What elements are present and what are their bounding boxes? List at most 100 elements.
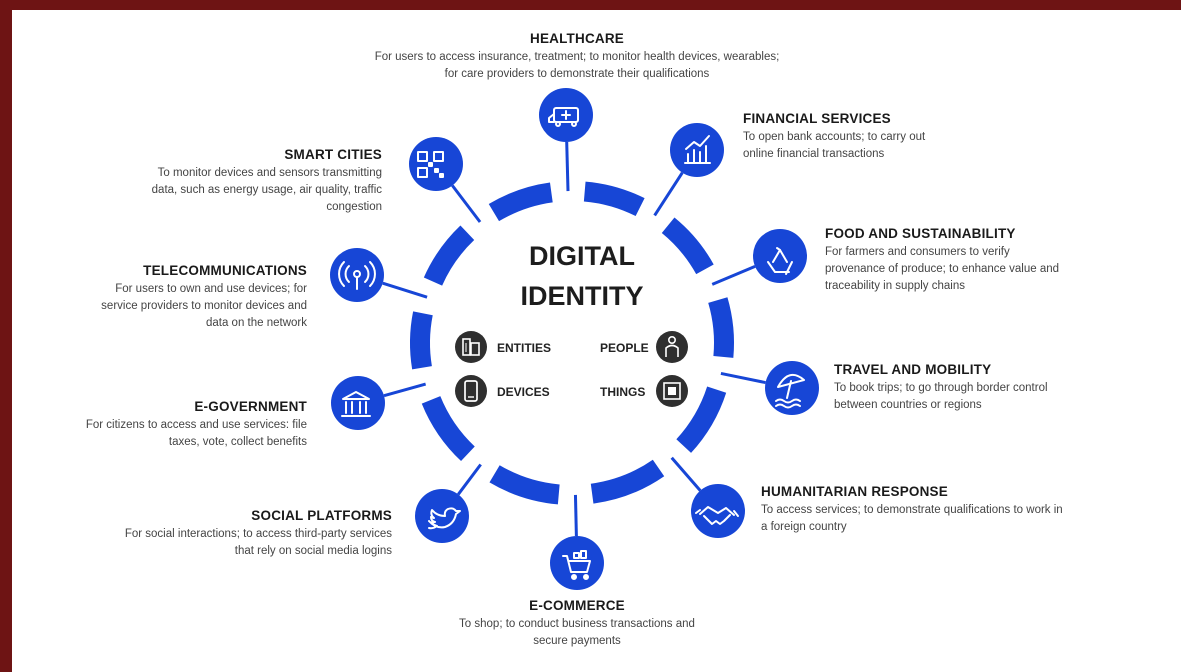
entity-label-people: PEOPLE: [600, 341, 649, 355]
node-egov: [331, 376, 385, 430]
building-icon: [455, 331, 487, 363]
sector-social-platforms: SOCIAL PLATFORMS For social interactions…: [52, 508, 392, 560]
description-line: that rely on social media logins: [234, 545, 392, 557]
description-line: a foreign country: [761, 521, 847, 533]
description-line: service providers to monitor devices and: [101, 300, 307, 312]
diagram-canvas: DIGITAL IDENTITY ENTITIES PEOPLE DEVICES…: [12, 10, 1181, 672]
sector-title: SMART CITIES: [284, 147, 382, 162]
description-line: provenance of produce; to enhance value …: [825, 263, 1060, 275]
description-line: For users to access insurance, treatment…: [374, 51, 780, 63]
node-food: [753, 229, 807, 283]
digital-identity-diagram: [330, 88, 819, 590]
ring-segment: [421, 395, 475, 462]
sector-title: HEALTHCARE: [530, 31, 624, 46]
description-line: for care providers to demonstrate their …: [444, 68, 710, 80]
sector-humanitarian-response: HUMANITARIAN RESPONSE To access services…: [761, 484, 1161, 536]
description-line: taxes, vote, collect benefits: [168, 436, 307, 448]
connector-line: [457, 463, 482, 496]
sector-description: To monitor devices and sensors transmitt…: [82, 165, 382, 216]
sector-smart-cities: SMART CITIES To monitor devices and sens…: [82, 147, 382, 216]
ring-segment: [590, 459, 665, 504]
sector-title: HUMANITARIAN RESPONSE: [761, 484, 948, 499]
connector-line: [565, 141, 570, 192]
sector-title: E-GOVERNMENT: [194, 399, 307, 414]
description-line: For social interactions; to access third…: [124, 528, 392, 540]
ring-segment: [661, 217, 714, 275]
connector-line: [382, 281, 428, 299]
description-line: For users to own and use devices; for: [115, 283, 307, 295]
handshake-icon: [695, 506, 739, 525]
title-line-2: IDENTITY: [520, 281, 644, 311]
identity-ring: [410, 181, 734, 505]
sector-description: To book trips; to go through border cont…: [834, 380, 1174, 414]
connector-lines: [382, 141, 766, 537]
bar-chart-icon: [684, 135, 711, 164]
sector-description: For citizens to access and use services:…: [32, 417, 307, 451]
sector-description: For users to own and use devices; for se…: [42, 281, 307, 332]
sector-title: FOOD AND SUSTAINABILITY: [825, 226, 1016, 241]
sector-title: TRAVEL AND MOBILITY: [834, 362, 992, 377]
description-line: For farmers and consumers to verify: [825, 246, 1010, 258]
description-line: data, such as energy usage, air quality,…: [151, 184, 382, 196]
sector-description: For social interactions; to access third…: [52, 526, 392, 560]
sector-financial-services: FINANCIAL SERVICES To open bank accounts…: [743, 111, 1063, 163]
description-line: congestion: [326, 201, 382, 213]
entity-label-entities: ENTITIES: [497, 341, 552, 355]
sector-description: For users to access insurance, treatment…: [272, 49, 882, 83]
connector-line: [711, 265, 756, 286]
node-financial: [670, 123, 724, 177]
node-humanitarian: [691, 484, 745, 538]
sector-telecommunications: TELECOMMUNICATIONS For users to own and …: [42, 263, 307, 332]
node-ecommerce: [550, 536, 604, 590]
ambulance-icon: [548, 107, 579, 127]
sector-title: SOCIAL PLATFORMS: [251, 508, 392, 523]
sector-description: To shop; to conduct business transaction…: [392, 616, 762, 650]
description-line: traceability in supply chains: [825, 280, 965, 292]
recycle-icon: [767, 247, 793, 275]
entity-label-things: THINGS: [600, 385, 646, 399]
sector-travel-mobility: TRAVEL AND MOBILITY To book trips; to go…: [834, 362, 1174, 414]
sector-title: TELECOMMUNICATIONS: [143, 263, 307, 278]
qr-code-icon: [417, 151, 444, 178]
sector-e-commerce: E-COMMERCE To shop; to conduct business …: [392, 598, 762, 650]
description-line: To book trips; to go through border cont…: [834, 382, 1048, 394]
description-line: between countries or regions: [834, 399, 982, 411]
sector-description: For farmers and consumers to verify prov…: [825, 244, 1165, 295]
phone-icon: [455, 375, 487, 407]
ring-segment: [488, 182, 553, 222]
entity-label-devices: DEVICES: [497, 385, 550, 399]
sector-healthcare: HEALTHCARE For users to access insurance…: [272, 31, 882, 83]
connector-line: [720, 371, 766, 385]
description-line: secure payments: [533, 635, 621, 647]
description-line: To open bank accounts; to carry out: [743, 131, 926, 143]
ring-segment: [676, 386, 727, 453]
ring-segment: [489, 465, 560, 505]
description-line: For citizens to access and use services:…: [85, 419, 307, 431]
description-line: To monitor devices and sensors transmitt…: [157, 167, 382, 179]
connector-line: [451, 184, 482, 223]
connector-line: [670, 456, 702, 492]
ring-segment: [708, 297, 734, 358]
ring-segment: [583, 181, 645, 217]
description-line: online financial transactions: [743, 148, 885, 160]
node-travel: [765, 361, 819, 415]
diagram-title: DIGITAL IDENTITY: [482, 236, 682, 316]
ring-segment: [410, 311, 433, 370]
title-line-1: DIGITAL: [529, 241, 635, 271]
government-building-icon: [341, 391, 371, 417]
bird-icon: [428, 507, 461, 530]
chip-icon: [656, 375, 688, 407]
sector-title: E-COMMERCE: [529, 598, 625, 613]
connector-line: [653, 171, 684, 217]
person-icon: [656, 331, 688, 363]
connector-line: [573, 494, 578, 537]
ring-segment: [423, 225, 475, 286]
beach-umbrella-icon: [775, 373, 805, 409]
connector-line: [383, 382, 427, 398]
sector-food-sustainability: FOOD AND SUSTAINABILITY For farmers and …: [825, 226, 1165, 295]
description-line: data on the network: [205, 317, 307, 329]
sector-description: To open bank accounts; to carry out onli…: [743, 129, 1063, 163]
sector-description: To access services; to demonstrate quali…: [761, 502, 1161, 536]
description-line: To access services; to demonstrate quali…: [761, 504, 1063, 516]
node-smart: [409, 137, 463, 191]
